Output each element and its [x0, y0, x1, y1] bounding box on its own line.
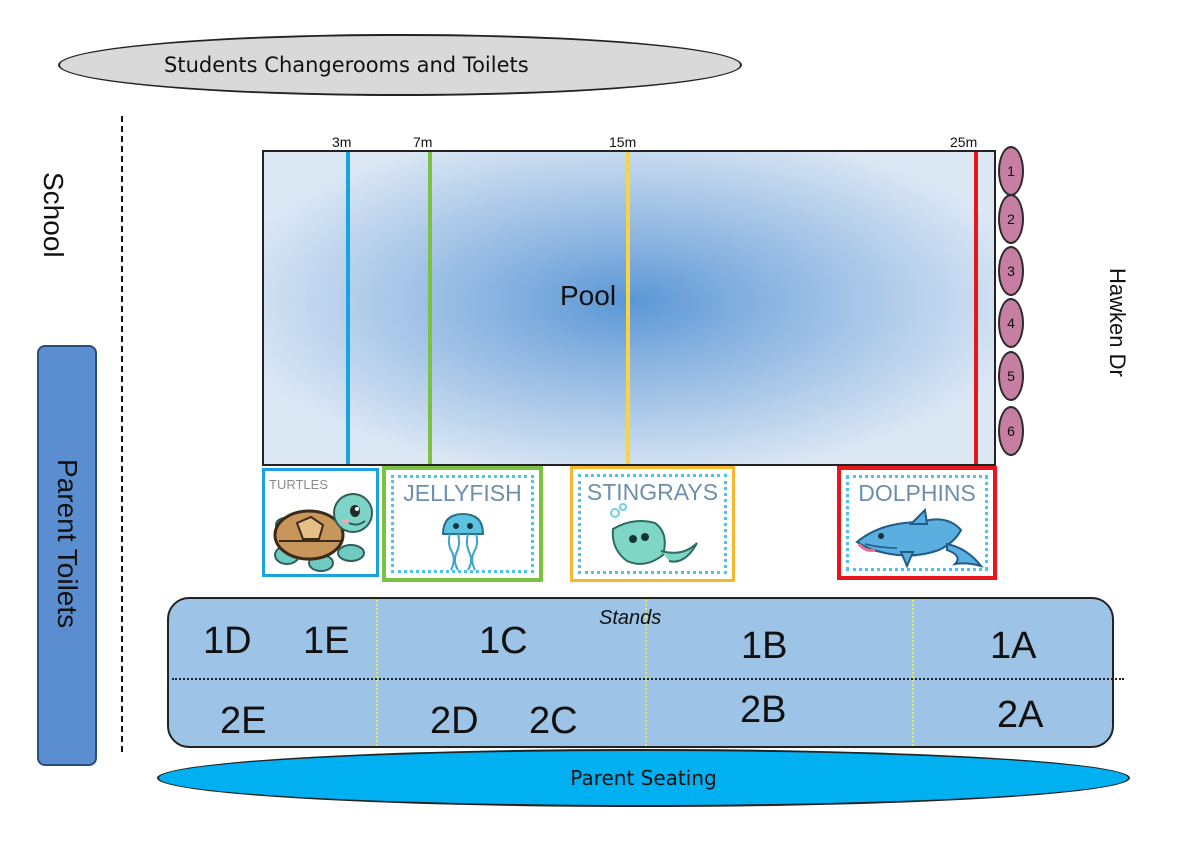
street-label: Hawken Dr	[1105, 268, 1130, 377]
stands-divider	[376, 600, 378, 746]
seat-section-1e: 1E	[303, 620, 350, 662]
parent-seating-label: Parent Seating	[570, 766, 717, 790]
changerooms-label: Students Changerooms and Toilets	[164, 53, 529, 77]
stands-divider	[645, 600, 647, 746]
lane-1: 1	[998, 146, 1024, 196]
lane-2: 2	[998, 194, 1024, 244]
seat-section-2e: 2E	[220, 700, 267, 742]
stingray-icon	[610, 503, 698, 565]
school-boundary-line	[121, 116, 123, 752]
turtle-icon	[273, 493, 373, 572]
seat-section-1a: 1A	[990, 625, 1037, 667]
group-name-stingrays: STINGRAYS	[586, 479, 719, 505]
group-name-jellyfish: JELLYFISH	[403, 480, 522, 506]
seat-section-2c: 2C	[529, 700, 578, 742]
seat-section-2d: 2D	[430, 700, 479, 742]
parent-seating-area: Parent Seating	[157, 749, 1130, 807]
group-name-turtles: TURTLES	[269, 477, 328, 492]
lane-5: 5	[998, 351, 1024, 401]
pool-label: Pool	[560, 280, 617, 311]
distance-marker-25m: 25m	[950, 134, 978, 150]
seat-section-1c: 1C	[479, 620, 528, 662]
stands-title: Stands	[599, 607, 662, 629]
lane-4: 4	[998, 298, 1024, 348]
dolphin-icon	[855, 508, 984, 569]
school-label: School	[38, 172, 69, 258]
group-card-stingrays: STINGRAYS	[570, 466, 735, 582]
group-card-dolphins: DOLPHINS	[837, 466, 997, 580]
parent-toilets-label: Parent Toilets	[52, 459, 83, 629]
parent-toilets-block: Parent Toilets	[37, 345, 97, 766]
seat-section-2a: 2A	[997, 694, 1044, 736]
distance-marker-15m: 15m	[609, 134, 637, 150]
group-card-turtles: TURTLES	[262, 468, 379, 577]
lane-6: 6	[998, 406, 1024, 456]
changerooms-area: Students Changerooms and Toilets	[58, 34, 742, 96]
distance-marker-7m: 7m	[413, 134, 433, 150]
lane-3: 3	[998, 246, 1024, 296]
stands-row-divider	[172, 678, 1124, 680]
seat-section-1b: 1B	[741, 625, 788, 667]
distance-line-25m	[974, 152, 978, 464]
seat-section-2b: 2B	[740, 689, 787, 731]
stands-divider	[912, 600, 914, 746]
distance-line-7m	[428, 152, 432, 464]
distance-line-15m	[626, 152, 630, 464]
stands	[167, 597, 1114, 748]
seat-section-1d: 1D	[203, 620, 252, 662]
group-card-jellyfish: JELLYFISH	[382, 466, 543, 582]
distance-line-3m	[346, 152, 350, 464]
pool: Pool	[262, 150, 996, 466]
jellyfish-icon	[441, 512, 485, 571]
group-name-dolphins: DOLPHINS	[858, 480, 976, 506]
distance-marker-3m: 3m	[332, 134, 352, 150]
